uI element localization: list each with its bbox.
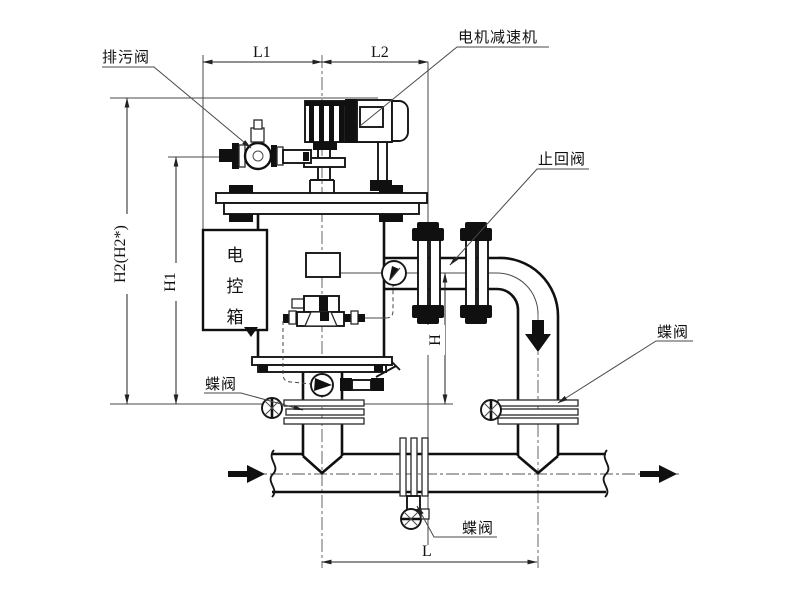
pipe-break-right bbox=[602, 449, 610, 498]
sampling-valve bbox=[340, 361, 401, 391]
butterfly-valve-right bbox=[480, 399, 579, 425]
leader-butterfly-left bbox=[204, 392, 304, 411]
label-drain-valve: 排污阀 bbox=[102, 48, 151, 66]
dim-label-H2: H2(H2*) bbox=[112, 214, 130, 294]
butterfly-valve-bottom bbox=[399, 437, 430, 530]
pipe-break-left bbox=[269, 449, 277, 498]
drain-valve-body bbox=[243, 141, 273, 171]
dim-label-L2: L2 bbox=[371, 44, 389, 61]
label-motor-reducer: 电机减速机 bbox=[458, 28, 539, 46]
check-valve-assembly bbox=[412, 222, 492, 324]
main-pipe bbox=[269, 449, 610, 498]
control-box-char-3: 箱 bbox=[226, 308, 244, 328]
bottom-flange-upper bbox=[251, 356, 393, 366]
motor-end-cap bbox=[391, 100, 409, 142]
top-flange-lower bbox=[223, 202, 420, 215]
leader-butterfly-right bbox=[557, 340, 693, 404]
solenoid-valve bbox=[283, 295, 386, 327]
bottom-flange-lower bbox=[257, 364, 387, 373]
bottom-gauge bbox=[310, 373, 334, 397]
label-butterfly-valve-right: 蝶阀 bbox=[657, 323, 690, 341]
label-butterfly-valve-bottom: 蝶阀 bbox=[462, 519, 495, 537]
control-box-char-1: 电 bbox=[226, 246, 244, 266]
leader-check-valve bbox=[449, 168, 589, 266]
dim-label-L: L bbox=[422, 543, 432, 560]
label-check-valve: 止回阀 bbox=[538, 150, 587, 168]
motor-support-foot bbox=[370, 180, 392, 191]
control-box-char-2: 控 bbox=[226, 277, 244, 297]
flow-down-arrow bbox=[525, 320, 551, 352]
dim-label-L1: L1 bbox=[253, 44, 271, 61]
flow-arrows bbox=[228, 465, 677, 483]
outlet-elbow-pipe bbox=[384, 256, 560, 456]
inlet-flow-arrow bbox=[228, 465, 265, 483]
leader-motor-reducer bbox=[359, 46, 549, 127]
leader-butterfly-bottom bbox=[416, 505, 497, 538]
dim-label-H1: H1 bbox=[162, 263, 180, 301]
pressure-gauge bbox=[381, 260, 407, 286]
leader-drain-valve bbox=[102, 66, 252, 149]
label-butterfly-valve-left: 蝶阀 bbox=[205, 375, 238, 393]
top-flange-upper bbox=[215, 192, 428, 204]
motor-reducer-assembly bbox=[303, 99, 409, 191]
dim-label-H: H bbox=[427, 325, 445, 355]
drain-valve bbox=[219, 119, 312, 171]
control-wiring bbox=[282, 286, 394, 385]
electric-control-box bbox=[201, 228, 269, 337]
outlet-flow-arrow bbox=[640, 465, 677, 483]
vessel-window bbox=[305, 252, 341, 278]
cable-entry-arrow bbox=[244, 327, 258, 337]
butterfly-valve-left bbox=[261, 397, 365, 425]
leader-lines bbox=[102, 46, 693, 538]
